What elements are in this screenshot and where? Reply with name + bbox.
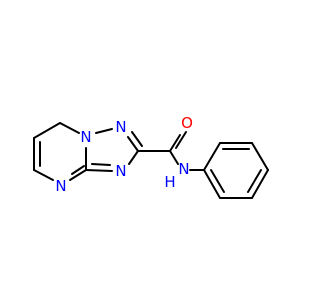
bond xyxy=(247,169,262,193)
bond xyxy=(251,169,269,199)
bond xyxy=(210,169,225,193)
oxygen-label: O xyxy=(181,114,193,132)
amide-hydrogen-label: H xyxy=(164,173,175,191)
bond xyxy=(131,131,143,147)
bond xyxy=(251,142,269,171)
bond xyxy=(169,134,181,152)
bond xyxy=(169,150,179,165)
bond xyxy=(203,169,221,199)
bond xyxy=(175,131,187,149)
bond xyxy=(33,122,61,139)
molecule-structure: N N N N O N H xyxy=(33,114,269,199)
nitrogen-label: N xyxy=(80,128,91,146)
bond xyxy=(127,136,139,152)
bond xyxy=(59,122,80,134)
bonds xyxy=(33,122,269,199)
nitrogen-label: N xyxy=(115,162,126,180)
bond xyxy=(203,142,221,171)
bond xyxy=(91,163,111,166)
bond xyxy=(128,150,139,165)
bond xyxy=(69,169,87,181)
nitrogen-label: N xyxy=(115,118,126,136)
bond xyxy=(85,169,113,172)
amide-nitrogen-label: N xyxy=(178,160,189,178)
atom-labels: N N N N O N H xyxy=(55,114,193,195)
bond xyxy=(95,128,113,134)
bond xyxy=(71,165,85,175)
bond xyxy=(33,169,54,181)
nitrogen-label: N xyxy=(55,177,66,195)
